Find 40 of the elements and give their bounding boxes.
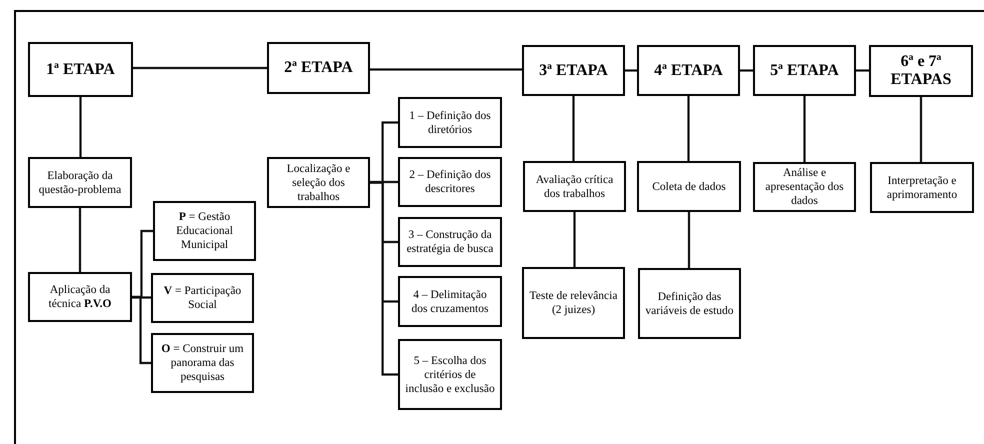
step-box: Elaboração da questão-problema xyxy=(28,157,132,208)
stage-box: 4ª ETAPA xyxy=(637,45,740,96)
step-box: 4 – Delimitação dos cruzamentos xyxy=(398,276,502,327)
connector-line xyxy=(572,96,575,161)
connector-line xyxy=(133,66,267,70)
step-box: Interpretação e aprimoramento xyxy=(870,162,974,213)
step-box: Localização e seleção dos trabalhos xyxy=(267,157,370,208)
step-box: 2 – Definição dos descritores xyxy=(398,157,502,207)
connector-line xyxy=(132,296,151,299)
connector-line xyxy=(687,96,690,161)
connector-line xyxy=(920,97,922,162)
connector-line xyxy=(573,212,576,267)
connector-line xyxy=(79,97,82,157)
stage-box: 6ª e 7ª ETAPAS xyxy=(869,45,973,97)
stage-box: 3ª ETAPA xyxy=(522,45,625,96)
step-box: Avaliação crítica dos trabalhos xyxy=(523,161,626,212)
connector-line xyxy=(370,68,522,71)
step-box: 1 – Definição dos diretórios xyxy=(398,97,502,148)
step-box: O = Construir um panorama das pesquisas xyxy=(151,333,254,393)
step-box: Aplicação da técnica P.V.O xyxy=(28,272,132,322)
connector-line xyxy=(78,208,82,272)
step-box: Teste de relevância (2 juizes) xyxy=(522,267,625,339)
connector-line xyxy=(370,180,398,184)
step-box: Análise e apresentação dos dados xyxy=(753,162,856,212)
stage-box: 5ª ETAPA xyxy=(753,45,856,96)
stage-box: 2ª ETAPA xyxy=(267,42,370,94)
connector-line xyxy=(740,69,753,72)
step-box: Definição das variáveis de estudo xyxy=(638,268,741,339)
connector-line xyxy=(370,181,398,376)
connector-line xyxy=(625,69,637,72)
connector-line xyxy=(856,69,869,72)
step-box: 3 – Construção da estratégia de busca xyxy=(398,217,502,267)
step-box: 5 – Escolha dos critérios de inclusão e exclusão xyxy=(398,339,502,410)
connector-line xyxy=(803,96,806,162)
step-box: V = Participação Social xyxy=(151,273,254,323)
step-box: Coleta de dados xyxy=(637,161,741,212)
connector-line xyxy=(688,212,690,268)
connector-line xyxy=(132,296,151,364)
stage-box: 1ª ETAPA xyxy=(28,42,133,97)
step-box: P = Gestão Educacional Municipal xyxy=(153,201,256,261)
